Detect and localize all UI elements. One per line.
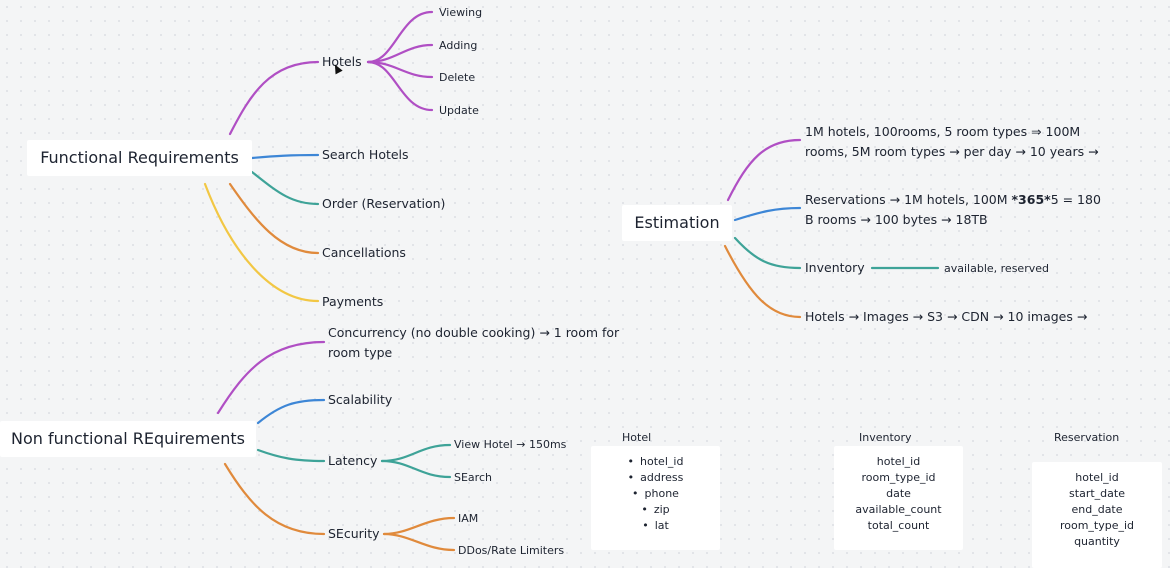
cancellations-node[interactable]: Cancellations xyxy=(322,245,406,260)
inventory-fields: hotel_id room_type_id date available_cou… xyxy=(834,454,963,534)
reservation-fields: hotel_id start_date end_date room_type_i… xyxy=(1032,470,1162,550)
payments-node[interactable]: Payments xyxy=(322,294,384,309)
hotels-adding[interactable]: Adding xyxy=(439,39,478,52)
hotel-fields: hotel_id address phone zip lat xyxy=(591,454,720,534)
reservation-field: room_type_id xyxy=(1059,519,1135,532)
hotel-field: phone xyxy=(591,486,720,502)
concurrency-node[interactable]: Concurrency (no double cooking) → 1 room… xyxy=(328,325,620,360)
reservations-text-end: 5 = 180 B rooms → 100 bytes → 18TB xyxy=(805,192,1101,227)
reservation-field: hotel_id xyxy=(1075,471,1119,484)
hotel-field: address xyxy=(591,470,720,486)
inventory-table-card[interactable]: hotel_id room_type_id date available_cou… xyxy=(834,446,963,550)
link-update xyxy=(366,60,434,112)
link-viewing xyxy=(366,10,434,64)
estimation-node[interactable]: Estimation xyxy=(622,205,732,241)
reservation-table-title: Reservation xyxy=(1054,431,1120,444)
hotels-delete[interactable]: Delete xyxy=(439,71,476,84)
functional-requirements-node[interactable]: Functional Requirements xyxy=(27,140,252,176)
link-scalability xyxy=(256,398,326,425)
estimation-inventory[interactable]: Inventory xyxy=(805,260,865,275)
latency-node[interactable]: Latency xyxy=(328,453,378,468)
link-payments xyxy=(203,182,320,303)
inventory-field: available_count xyxy=(855,503,942,516)
link-search xyxy=(250,153,320,160)
security-node[interactable]: SEcurity xyxy=(328,526,380,541)
link-iam xyxy=(382,516,456,536)
inventory-field: total_count xyxy=(867,519,930,532)
link-latency xyxy=(256,448,326,463)
estimation-inventory-value[interactable]: available, reserved xyxy=(944,262,1049,275)
link-hotels-rooms xyxy=(726,138,802,202)
hotels-viewing[interactable]: Viewing xyxy=(439,6,483,19)
reservation-field: end_date xyxy=(1071,503,1123,516)
link-nf-search xyxy=(380,459,452,479)
link-order xyxy=(250,170,320,206)
search-hotels-node[interactable]: Search Hotels xyxy=(322,147,409,162)
hotel-field: lat xyxy=(591,518,720,534)
latency-search[interactable]: SEarch xyxy=(454,471,492,484)
order-reservation-node[interactable]: Order (Reservation) xyxy=(322,196,446,211)
link-ddos xyxy=(382,532,456,552)
hotel-table-title: Hotel xyxy=(622,431,652,444)
link-hotels xyxy=(228,60,320,136)
link-concurrency xyxy=(216,340,326,415)
security-ddos[interactable]: DDos/Rate Limiters xyxy=(458,544,565,557)
reservation-field: start_date xyxy=(1069,487,1125,500)
hotel-field: zip xyxy=(591,502,720,518)
link-security xyxy=(223,462,326,536)
non-functional-requirements-node[interactable]: Non functional REquirements xyxy=(0,421,256,457)
hotels-update[interactable]: Update xyxy=(439,104,479,117)
scalability-node[interactable]: Scalability xyxy=(328,392,393,407)
estimation-images[interactable]: Hotels → Images → S3 → CDN → 10 images → xyxy=(805,309,1088,324)
link-images xyxy=(723,244,802,319)
estimation-hotels-rooms[interactable]: 1M hotels, 100rooms, 5 room types ⇒ 100M… xyxy=(805,124,1099,159)
reservations-text-start: Reservations → 1M hotels, 100M xyxy=(805,192,1012,207)
inventory-table-title: Inventory xyxy=(859,431,912,444)
hotel-field: hotel_id xyxy=(591,454,720,470)
inventory-field: room_type_id xyxy=(861,471,936,484)
link-view-hotel xyxy=(380,443,452,463)
link-inventory xyxy=(733,236,802,270)
hotel-table-card[interactable]: hotel_id address phone zip lat xyxy=(591,446,720,550)
latency-view-hotel[interactable]: View Hotel → 150ms xyxy=(454,438,567,451)
inventory-field: hotel_id xyxy=(876,455,921,468)
reservation-field: quantity xyxy=(1074,535,1120,548)
reservations-text-bold: *365* xyxy=(1011,192,1051,207)
reservation-table-card[interactable]: hotel_id start_date end_date room_type_i… xyxy=(1032,462,1162,568)
inventory-field: date xyxy=(886,487,911,500)
hotels-node[interactable]: Hotels xyxy=(322,54,362,69)
link-reservations xyxy=(733,206,802,222)
security-iam[interactable]: IAM xyxy=(458,512,479,525)
estimation-reservations[interactable]: Reservations → 1M hotels, 100M *365*5 = … xyxy=(805,190,1110,230)
link-cancellations xyxy=(228,182,320,255)
